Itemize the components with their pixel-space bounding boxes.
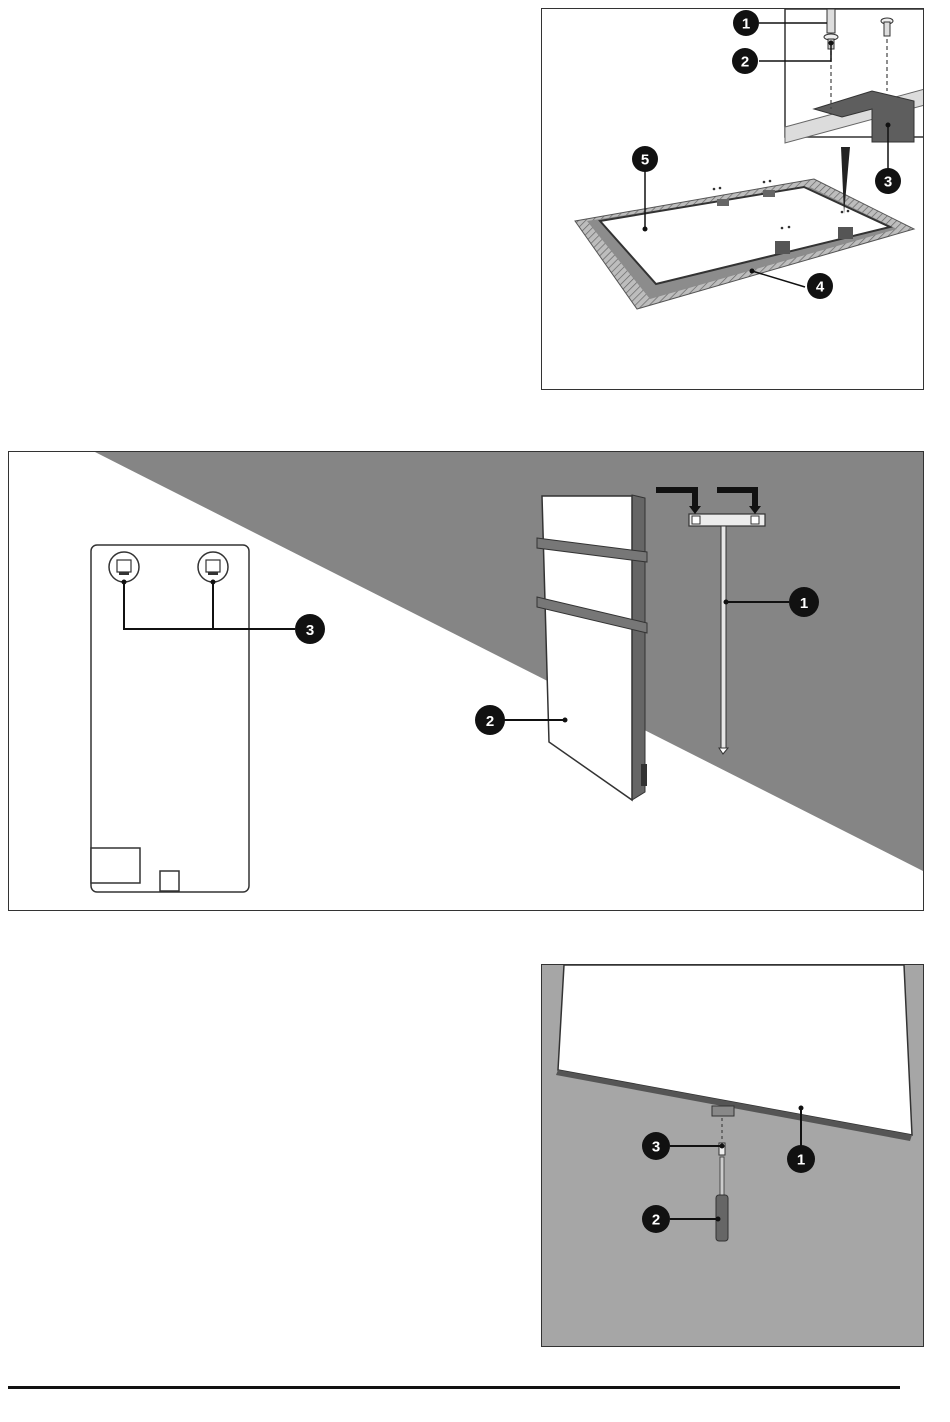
- callout-3: 3: [295, 614, 325, 644]
- leader-dot: [829, 41, 834, 46]
- svg-text:3: 3: [884, 174, 892, 191]
- bracket-hole: [692, 516, 700, 524]
- callout-1: 1: [733, 10, 759, 36]
- mounting-hole-icon: [109, 552, 139, 582]
- figure-2-illustration: 3 2 1: [9, 452, 924, 911]
- callout-4: 4: [807, 273, 833, 299]
- mounting-template-rod: [721, 526, 726, 748]
- figure-2-panel: 3 2 1: [8, 451, 924, 911]
- leader-dot: [750, 269, 755, 274]
- figure-3-illustration: 3 2 1: [542, 965, 924, 1347]
- callout-3: 3: [642, 1132, 670, 1160]
- heater-back-view: [91, 545, 249, 892]
- mounting-hole-icon: [198, 552, 228, 582]
- leader-dot: [799, 1106, 804, 1111]
- leader-dot: [886, 123, 891, 128]
- figure-1-illustration: 1 2 3 4 5: [542, 9, 924, 390]
- callout-3: 3: [875, 168, 901, 194]
- svg-text:2: 2: [652, 1212, 660, 1229]
- screw-icon: [827, 9, 835, 33]
- svg-text:2: 2: [486, 713, 494, 730]
- svg-text:2: 2: [741, 54, 749, 71]
- callout-2: 2: [732, 48, 758, 74]
- screwdriver-shaft: [720, 1157, 724, 1195]
- callout-5: 5: [632, 146, 658, 172]
- svg-text:1: 1: [797, 1152, 805, 1169]
- svg-text:1: 1: [800, 595, 808, 612]
- leader-dot: [716, 1217, 721, 1222]
- callout-2: 2: [642, 1205, 670, 1233]
- bracket-icon: [717, 199, 729, 206]
- callout-1: 1: [787, 1145, 815, 1173]
- bracket-icon: [838, 227, 853, 239]
- svg-text:3: 3: [652, 1139, 660, 1156]
- leader-dot: [643, 227, 648, 232]
- callout-1: 1: [789, 587, 819, 617]
- callout-2: 2: [475, 705, 505, 735]
- leader-dot: [211, 580, 216, 585]
- leader-dot: [563, 718, 568, 723]
- svg-text:4: 4: [816, 279, 825, 296]
- svg-text:5: 5: [641, 152, 649, 169]
- bracket-icon: [775, 241, 790, 254]
- leader-dot: [122, 580, 127, 585]
- figure-1-panel: 1 2 3 4 5: [541, 8, 924, 390]
- heater-panel-side: [632, 495, 645, 800]
- leader-dot: [724, 600, 729, 605]
- bracket-icon: [763, 190, 775, 197]
- svg-text:1: 1: [742, 16, 750, 33]
- control-box: [91, 848, 140, 883]
- power-outlet: [160, 871, 179, 891]
- panel-foot: [641, 764, 647, 786]
- leader-dot: [720, 1144, 725, 1149]
- bracket-icon: [712, 1106, 734, 1116]
- svg-text:3: 3: [306, 622, 314, 639]
- bracket-hole: [751, 516, 759, 524]
- figure-3-panel: 3 2 1: [541, 964, 924, 1347]
- screw-shank: [884, 22, 890, 36]
- footer-rule: [8, 1386, 900, 1389]
